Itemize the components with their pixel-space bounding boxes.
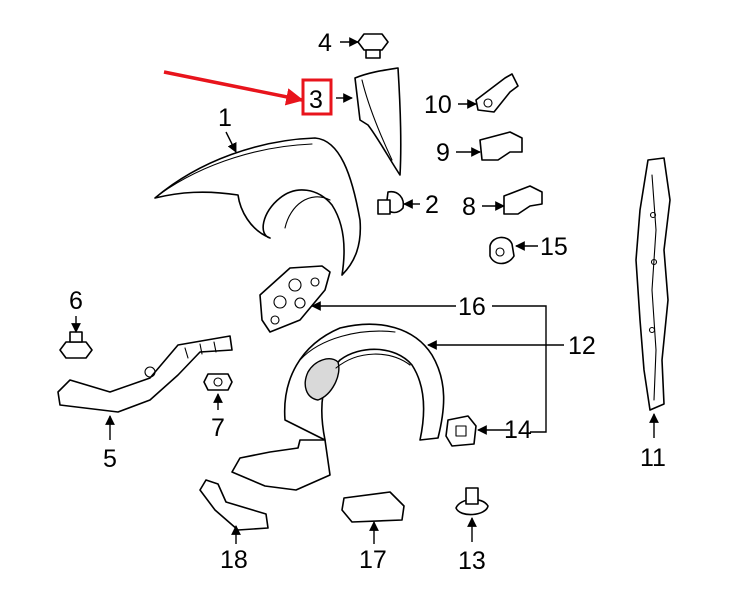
callout-17[interactable]: 17 — [359, 546, 387, 574]
callout-7[interactable]: 7 — [211, 414, 225, 442]
callout-9[interactable]: 9 — [436, 139, 450, 167]
lower-bracket-part-5[interactable] — [57, 335, 233, 413]
callout-15[interactable]: 15 — [540, 233, 568, 261]
callout-6[interactable]: 6 — [69, 287, 83, 315]
callout-18[interactable]: 18 — [220, 546, 248, 574]
trim-part-18[interactable] — [199, 479, 269, 531]
leader-lines — [71, 37, 659, 544]
highlight-arrow — [163, 70, 304, 106]
upper-bracket-part[interactable] — [354, 67, 402, 176]
callout-4[interactable]: 4 — [318, 29, 332, 57]
callout-5[interactable]: 5 — [103, 445, 117, 473]
clip-part-14[interactable] — [445, 415, 477, 447]
push-pin-part-2[interactable] — [377, 190, 405, 215]
insert-panel-part-16[interactable] — [259, 265, 331, 333]
bolt-part-6[interactable] — [59, 331, 93, 359]
bolt-part-4[interactable] — [357, 33, 389, 59]
callout-13[interactable]: 13 — [458, 547, 486, 575]
callout-11[interactable]: 11 — [640, 444, 666, 472]
bracket-part-9[interactable] — [479, 131, 523, 161]
highlight-annotation — [163, 70, 333, 116]
clip-part-15[interactable] — [489, 236, 515, 265]
callout-12[interactable]: 12 — [568, 332, 596, 360]
callout-labels: 1 2 3 4 5 6 7 8 9 10 11 12 13 14 15 16 1… — [69, 29, 666, 575]
callout-2[interactable]: 2 — [425, 191, 439, 219]
highlight-box — [301, 78, 333, 116]
bracket-part-10[interactable] — [475, 73, 519, 113]
callout-1[interactable]: 1 — [218, 104, 232, 132]
callout-3[interactable]: 3 — [309, 86, 323, 114]
bracket-part-8[interactable] — [503, 185, 543, 215]
pad-part-17[interactable] — [341, 491, 405, 523]
side-rail-part-11[interactable] — [635, 157, 671, 411]
wheelhouse-liner-part-12[interactable] — [231, 323, 445, 491]
callout-10[interactable]: 10 — [424, 91, 452, 119]
callout-14[interactable]: 14 — [504, 416, 532, 444]
nut-part-7[interactable] — [203, 373, 233, 391]
callout-8[interactable]: 8 — [462, 193, 476, 221]
callout-16[interactable]: 16 — [458, 293, 486, 321]
push-rivet-part-13[interactable] — [455, 487, 489, 516]
fender-part[interactable] — [154, 137, 362, 276]
